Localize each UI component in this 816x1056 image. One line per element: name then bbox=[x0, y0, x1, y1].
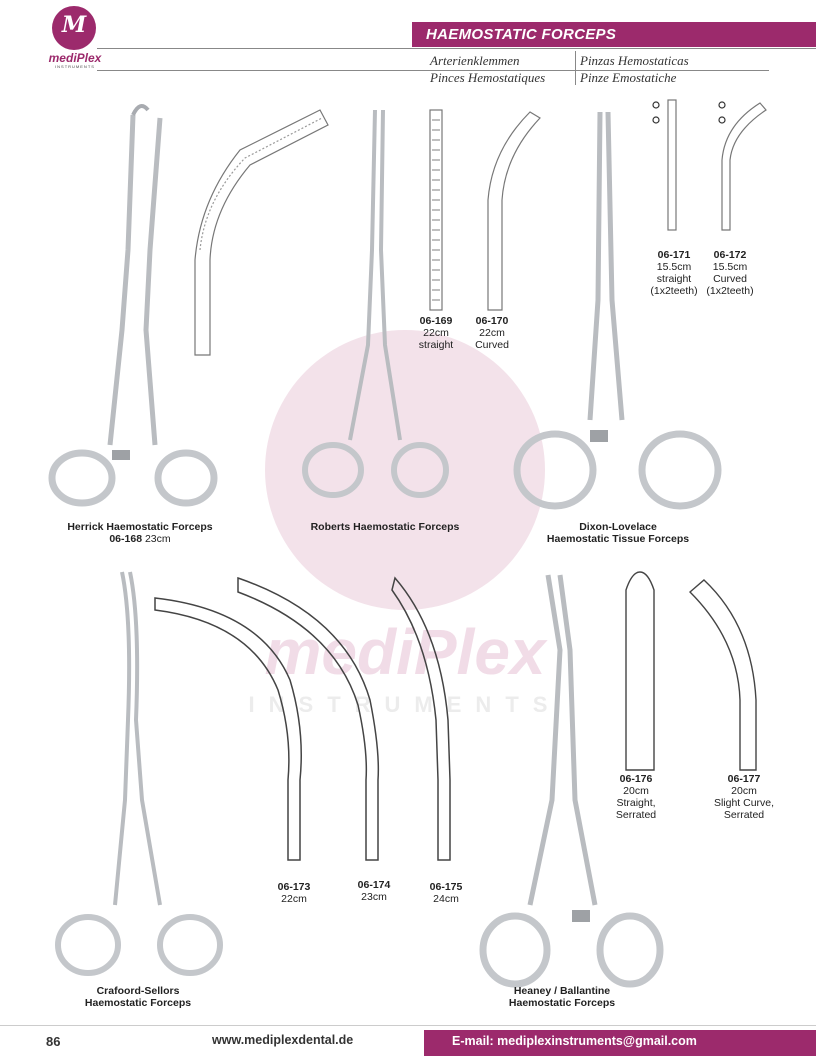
product-dixon-lovelace: Dixon-Lovelace Haemostatic Tissue Forcep… bbox=[520, 521, 716, 545]
brand-logo[interactable]: M mediPlex INSTRUMENTS bbox=[40, 6, 112, 69]
product-code: 06-176 bbox=[619, 773, 653, 785]
product-teeth: (1x2teeth) bbox=[706, 285, 754, 297]
product-06-176: 06-176 20cm Straight, Serrated bbox=[598, 773, 674, 821]
header-divider bbox=[97, 48, 816, 49]
product-size: 22cm bbox=[423, 327, 449, 339]
title-band: HAEMOSTATIC FORCEPS bbox=[412, 22, 816, 47]
product-size: 20cm bbox=[623, 785, 649, 797]
product-06-173: 06-173 22cm bbox=[266, 881, 322, 905]
product-name-line2: Haemostatic Forceps bbox=[508, 997, 616, 1009]
product-type: Slight Curve, bbox=[713, 797, 775, 809]
website-link[interactable]: www.mediplexdental.de bbox=[212, 1033, 354, 1047]
logo-mark: M bbox=[61, 12, 87, 38]
product-06-174: 06-174 23cm bbox=[346, 879, 402, 903]
product-teeth: (1x2teeth) bbox=[650, 285, 698, 297]
product-type: Curved bbox=[713, 273, 747, 285]
product-name-line2: Haemostatic Tissue Forceps bbox=[546, 533, 690, 545]
lang-de: Arterienklemmen bbox=[430, 53, 520, 68]
product-type: Curved bbox=[475, 339, 509, 351]
lang-it: Pinze Emostatiche bbox=[580, 70, 677, 85]
product-code: 06-171 bbox=[657, 249, 691, 261]
product-name: Herrick Haemostatic Forceps bbox=[67, 521, 213, 533]
email-band: E-mail: mediplexinstruments@gmail.com bbox=[424, 1030, 816, 1056]
product-06-172: 06-172 15.5cm Curved (1x2teeth) bbox=[702, 249, 758, 297]
product-size: 24cm bbox=[433, 893, 459, 905]
lang-fr: Pinces Hemostatiques bbox=[430, 70, 546, 85]
product-size: 23cm bbox=[361, 891, 387, 903]
product-name-line1: Dixon-Lovelace bbox=[579, 521, 657, 533]
product-code: 06-173 bbox=[277, 881, 311, 893]
product-code: 06-168 bbox=[109, 533, 143, 545]
product-size: 22cm bbox=[479, 327, 505, 339]
logo-name: mediPlex bbox=[48, 51, 102, 65]
product-detail: Serrated bbox=[723, 809, 765, 821]
product-code: 06-172 bbox=[713, 249, 747, 261]
page-number: 86 bbox=[46, 1034, 61, 1049]
product-type: straight bbox=[656, 273, 692, 285]
email-link[interactable]: E-mail: mediplexinstruments@gmail.com bbox=[452, 1034, 697, 1048]
product-name-line1: Crafoord-Sellors bbox=[96, 985, 180, 997]
product-06-175: 06-175 24cm bbox=[418, 881, 474, 905]
product-size: 15.5cm bbox=[712, 261, 748, 273]
product-heaney-ballantine: Heaney / Ballantine Haemostatic Forceps bbox=[470, 985, 654, 1009]
logo-emblem bbox=[52, 6, 96, 50]
product-type: Straight, bbox=[616, 797, 656, 809]
logo-sub: INSTRUMENTS bbox=[55, 64, 95, 69]
watermark: mediPlex INSTRUMENTS bbox=[225, 330, 585, 730]
product-06-169: 06-169 22cm straight bbox=[408, 315, 464, 351]
product-06-168: Herrick Haemostatic Forceps 06-168 23cm bbox=[40, 521, 240, 545]
lang-separator bbox=[575, 51, 576, 85]
lang-es: Pinzas Hemostaticas bbox=[580, 53, 689, 68]
product-size: 15.5cm bbox=[656, 261, 692, 273]
product-code: 06-175 bbox=[429, 881, 463, 893]
product-code: 06-170 bbox=[475, 315, 509, 327]
product-name-line2: Haemostatic Forceps bbox=[84, 997, 192, 1009]
product-detail: Serrated bbox=[615, 809, 657, 821]
product-name: Roberts Haemostatic Forceps bbox=[310, 521, 460, 533]
watermark-name: mediPlex bbox=[264, 616, 546, 688]
page-title: HAEMOSTATIC FORCEPS bbox=[426, 26, 617, 43]
product-06-177: 06-177 20cm Slight Curve, Serrated bbox=[702, 773, 786, 821]
product-code: 06-169 bbox=[419, 315, 453, 327]
product-06-170: 06-170 22cm Curved bbox=[464, 315, 520, 351]
product-06-171: 06-171 15.5cm straight (1x2teeth) bbox=[646, 249, 702, 297]
product-size: 20cm bbox=[731, 785, 757, 797]
product-name-line1: Heaney / Ballantine bbox=[513, 985, 611, 997]
footer-divider bbox=[0, 1025, 816, 1026]
product-type: straight bbox=[418, 339, 454, 351]
product-crafoord-sellors: Crafoord-Sellors Haemostatic Forceps bbox=[50, 985, 226, 1009]
product-code: 06-174 bbox=[357, 879, 391, 891]
watermark-circle bbox=[265, 330, 545, 610]
product-size: 22cm bbox=[281, 893, 307, 905]
product-roberts: Roberts Haemostatic Forceps bbox=[290, 521, 480, 533]
product-code: 06-177 bbox=[727, 773, 761, 785]
product-size: 23cm bbox=[144, 533, 171, 545]
lang-divider bbox=[97, 70, 769, 71]
